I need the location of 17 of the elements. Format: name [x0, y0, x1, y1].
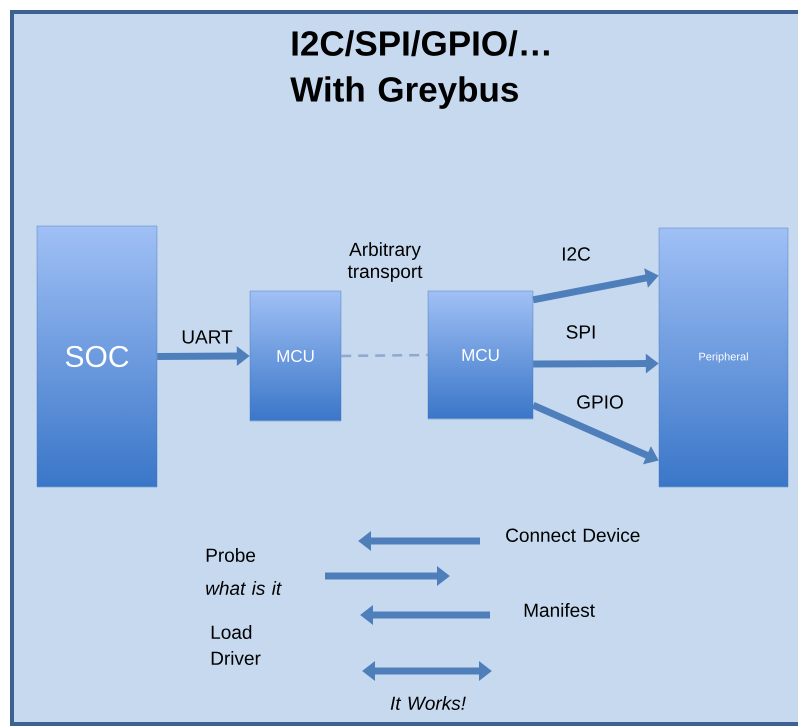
slide-title: I2C/SPI/GPIO/… With Greybus: [290, 30, 549, 109]
step-label: Connect Device: [506, 528, 640, 542]
step-label: It Works!: [390, 696, 466, 710]
step-label: what is it: [206, 581, 282, 595]
step-label: Load Driver: [212, 625, 261, 665]
step-label: Manifest: [524, 603, 595, 617]
edge-label: I2C: [562, 247, 590, 261]
chip-block: Peripheral: [658, 228, 788, 488]
edge-label: UART: [182, 330, 232, 344]
chip-block: SOC: [36, 226, 158, 488]
chip-block: MCU: [428, 290, 534, 420]
edge-label: Arbitrary transport: [348, 242, 422, 282]
edge-label: GPIO: [577, 395, 623, 409]
dashed-line: [341, 354, 428, 358]
chip-block: MCU: [250, 290, 342, 422]
step-label: Probe: [206, 548, 256, 562]
edge-label: SPI: [566, 325, 595, 339]
